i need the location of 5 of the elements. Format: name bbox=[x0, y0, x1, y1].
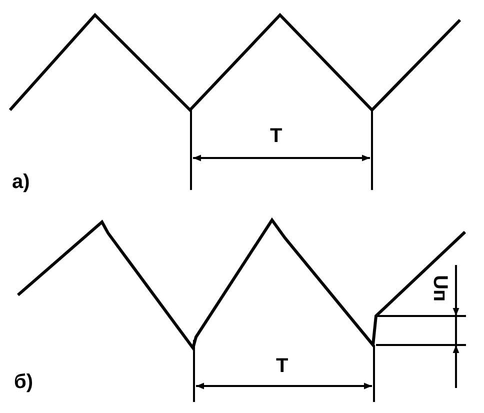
amplitude-label: Uп bbox=[430, 275, 450, 302]
period-label: Т bbox=[276, 356, 288, 376]
panel-label: а) bbox=[12, 172, 30, 192]
panel-label: б) bbox=[14, 372, 34, 392]
period-label: Т bbox=[270, 126, 282, 146]
